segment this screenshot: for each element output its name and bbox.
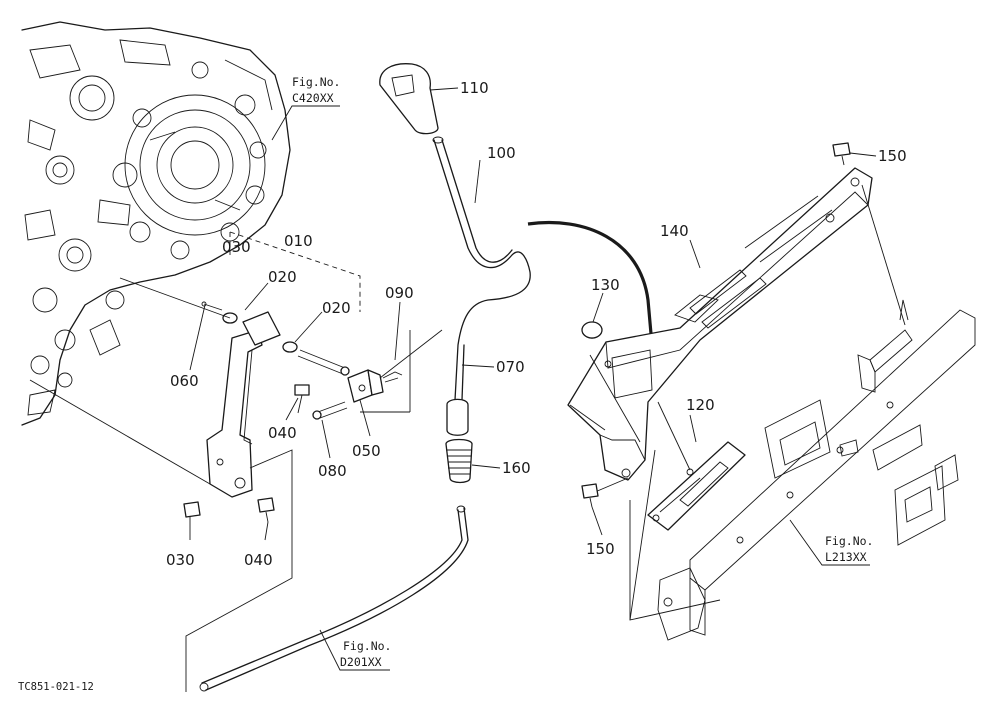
nut-030 bbox=[183, 501, 201, 518]
lever-arm bbox=[29, 329, 263, 498]
clevis-050 bbox=[312, 329, 443, 420]
part-label-040-a: 040 bbox=[268, 424, 297, 442]
fig-ref-d201-line2: D201XX bbox=[340, 655, 382, 669]
bolt-040-upper bbox=[294, 384, 310, 414]
part-labels: 110 100 150 140 030 010 020 020 090 130 … bbox=[166, 79, 907, 569]
bolt-150-bottom bbox=[581, 483, 599, 508]
part-label-150-bottom: 150 bbox=[586, 540, 615, 558]
part-label-080: 080 bbox=[318, 462, 347, 480]
fig-ref-l213-line2: L213XX bbox=[825, 550, 867, 564]
part-label-140: 140 bbox=[660, 222, 689, 240]
pivot-shaft bbox=[119, 277, 350, 376]
guide-plate-120 bbox=[647, 441, 746, 531]
part-label-060: 060 bbox=[170, 372, 199, 390]
transmission-housing bbox=[21, 21, 291, 426]
lever-leaders bbox=[185, 449, 293, 692]
fig-ref-l213-line1: Fig.No. bbox=[825, 534, 873, 548]
boot-070-sleeve bbox=[446, 398, 469, 436]
part-label-160: 160 bbox=[502, 459, 531, 477]
lower-rod bbox=[199, 505, 469, 692]
part-label-040-b: 040 bbox=[244, 551, 273, 569]
fig-ref-d201: Fig.No. D201XX bbox=[319, 629, 391, 671]
fig-ref-l213: Fig.No. L213XX bbox=[789, 519, 873, 566]
fig-ref-c420: Fig.No. C420XX bbox=[271, 75, 340, 141]
shift-lever-rod bbox=[432, 136, 531, 401]
part-label-130: 130 bbox=[591, 276, 620, 294]
spring-160 bbox=[445, 438, 473, 484]
frame-assembly bbox=[657, 299, 976, 641]
bolt-150-top bbox=[832, 142, 851, 166]
fig-ref-c420-line2: C420XX bbox=[292, 91, 334, 105]
part-label-070: 070 bbox=[496, 358, 525, 376]
mounting-plate-140 bbox=[567, 167, 873, 481]
part-label-030-bottom: 030 bbox=[166, 551, 195, 569]
subassembly-bracket-010 bbox=[229, 231, 361, 312]
part-label-120: 120 bbox=[686, 396, 715, 414]
fig-ref-c420-line1: Fig.No. bbox=[292, 75, 340, 89]
part-label-010: 010 bbox=[284, 232, 313, 250]
plate-leaders bbox=[589, 184, 906, 621]
bolt-130 bbox=[581, 321, 603, 339]
part-label-090: 090 bbox=[385, 284, 414, 302]
part-label-150-top: 150 bbox=[878, 147, 907, 165]
part-label-110: 110 bbox=[460, 79, 489, 97]
part-label-050: 050 bbox=[352, 442, 381, 460]
drawing-code: TC851-021-12 bbox=[18, 681, 94, 693]
pin-060 bbox=[201, 301, 223, 311]
part-label-030-top: 030 bbox=[222, 238, 251, 256]
part-label-100: 100 bbox=[487, 144, 516, 162]
fig-ref-d201-line1: Fig.No. bbox=[343, 639, 391, 653]
part-label-020-b: 020 bbox=[322, 299, 351, 317]
knob-110 bbox=[379, 63, 439, 135]
part-label-020-a: 020 bbox=[268, 268, 297, 286]
bolt-040-lower bbox=[257, 497, 275, 523]
